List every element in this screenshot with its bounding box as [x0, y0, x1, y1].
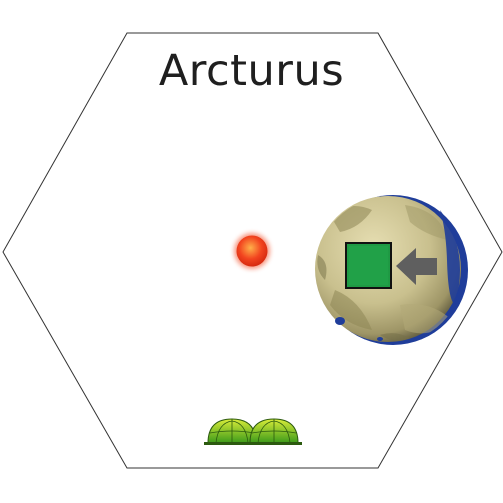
dome-colony-icon[interactable] [204, 418, 302, 445]
gray-left-arrow-icon [396, 248, 437, 285]
system-name: Arcturus [158, 46, 345, 96]
planet-icon[interactable] [315, 195, 468, 345]
red-star-icon[interactable] [234, 233, 270, 269]
green-square-marker-icon[interactable] [345, 242, 392, 289]
